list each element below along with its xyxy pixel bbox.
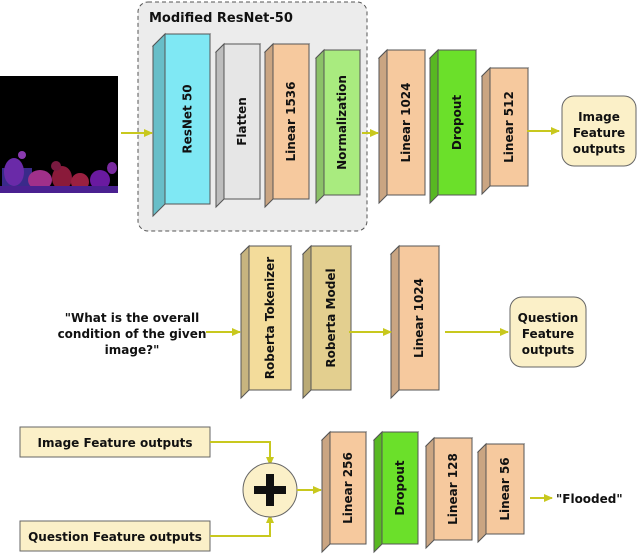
block-linear-56: Linear 56: [476, 442, 526, 544]
question-line-3: image?": [105, 343, 160, 357]
block-linear-1024-question: Linear 1024: [389, 244, 441, 400]
block-flatten: Flatten: [214, 42, 262, 209]
image-output-line-1: Image: [578, 110, 620, 124]
block-side-face: [477, 442, 487, 544]
block-linear-1536: Linear 1536: [263, 42, 311, 209]
input-image: [0, 76, 118, 193]
block-front-face: [164, 33, 211, 205]
block-label: Linear 1024: [412, 278, 426, 358]
block-side-face: [302, 244, 312, 400]
modified-resnet-title: Modified ResNet-50: [149, 11, 293, 26]
block-front-face: [386, 49, 426, 196]
block-label: ResNet 50: [181, 84, 195, 153]
image-output-line-3: outputs: [573, 142, 626, 156]
block-label: Linear 56: [498, 457, 512, 520]
block-side-face: [429, 48, 439, 205]
block-side-face: [264, 42, 274, 209]
result-label: "Flooded": [556, 492, 623, 506]
block-side-face: [321, 430, 331, 554]
block-label: Flatten: [235, 97, 249, 146]
block-front-face: [323, 49, 361, 196]
block-label: Linear 512: [502, 91, 516, 163]
block-label: Linear 128: [446, 453, 460, 525]
block-side-face: [152, 32, 166, 218]
block-side-face: [315, 48, 325, 205]
block-resnet50: ResNet 50: [151, 32, 212, 218]
question-line-1: "What is the overall: [65, 311, 200, 325]
block-roberta-tokenizer: Roberta Tokenizer: [239, 244, 293, 400]
block-front-face: [223, 43, 261, 200]
question-line-2: condition of the given: [58, 327, 207, 341]
block-linear-512: Linear 512: [480, 66, 530, 196]
question-output-line-1: Question: [518, 311, 579, 325]
block-label: Linear 1024: [399, 82, 413, 162]
block-front-face: [489, 67, 529, 187]
block-front-face: [437, 49, 477, 196]
block-side-face: [378, 48, 388, 205]
block-label: Normalization: [335, 75, 349, 170]
question-feature-input-label: Question Feature outputs: [28, 530, 202, 544]
block-linear-128: Linear 128: [424, 436, 474, 550]
block-front-face: [248, 245, 292, 391]
block-front-face: [272, 43, 310, 200]
block-label: Linear 1536: [284, 81, 298, 161]
block-normalization: Normalization: [314, 48, 362, 205]
block-front-face: [329, 431, 367, 545]
block-dropout-image: Dropout: [428, 48, 478, 205]
block-label: Roberta Tokenizer: [263, 257, 277, 380]
question-feature-output-box: [509, 296, 587, 368]
block-front-face: [485, 443, 525, 535]
question-feature-input-box: [19, 520, 211, 552]
plus-icon-v: [266, 474, 274, 506]
block-label: Dropout: [450, 95, 464, 151]
image-feature-output-box: [561, 95, 637, 167]
block-linear-1024-image: Linear 1024: [377, 48, 427, 205]
image-feature-input-box: [19, 426, 211, 458]
image-output-line-2: Feature: [573, 126, 625, 140]
arrow-question-feature-to-add: [210, 514, 274, 537]
image-feature-input-label: Image Feature outputs: [38, 436, 193, 450]
block-front-face: [310, 245, 352, 391]
block-front-face: [398, 245, 440, 391]
block-front-face: [381, 431, 419, 545]
block-label: Roberta Model: [324, 268, 338, 367]
block-side-face: [373, 430, 383, 554]
block-side-face: [481, 66, 491, 196]
block-label: Linear 256: [341, 452, 355, 524]
block-side-face: [215, 42, 225, 209]
block-side-face: [425, 436, 435, 550]
block-side-face: [390, 244, 400, 400]
block-linear-256: Linear 256: [320, 430, 368, 554]
block-front-face: [433, 437, 473, 541]
block-side-face: [240, 244, 250, 400]
block-roberta-model: Roberta Model: [301, 244, 353, 400]
block-dropout-fusion: Dropout: [372, 430, 420, 554]
arrow-image-feature-to-add: [210, 441, 274, 466]
block-label: Dropout: [393, 460, 407, 516]
question-output-line-2: Feature: [522, 327, 574, 341]
question-output-line-3: outputs: [522, 343, 575, 357]
